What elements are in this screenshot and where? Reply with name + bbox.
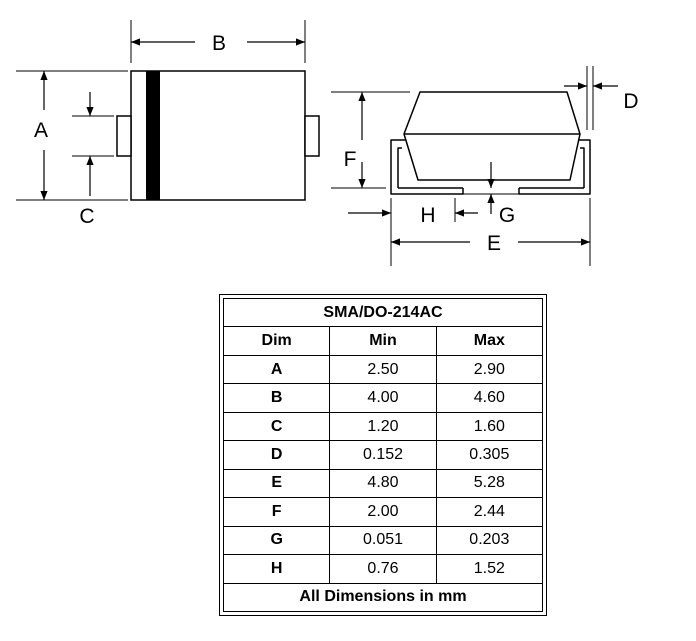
label-a: A <box>34 119 48 142</box>
side-view <box>331 66 594 266</box>
table-title-row: SMA/DO-214AC <box>223 297 543 328</box>
label-b: B <box>212 32 226 55</box>
table-header-row: Dim Min Max <box>222 326 544 356</box>
row-max: 5.28 <box>435 468 544 499</box>
row-dim: F <box>222 497 331 527</box>
left-terminal <box>390 139 464 195</box>
table-row: D 0.152 0.305 <box>222 440 544 470</box>
table-row: H 0.76 1.52 <box>222 554 544 584</box>
table-row: F 2.00 2.44 <box>222 497 544 527</box>
header-max: Max <box>435 326 544 356</box>
row-min: 1.20 <box>329 411 437 442</box>
row-min: 4.80 <box>329 468 437 499</box>
label-g: G <box>499 204 515 227</box>
table-footer: All Dimensions in mm <box>223 582 543 613</box>
label-h: H <box>420 204 435 227</box>
table-row: A 2.50 2.90 <box>222 354 544 385</box>
label-d: D <box>623 90 638 113</box>
table-row: G 0.051 0.203 <box>222 525 544 556</box>
label-f: F <box>344 148 357 171</box>
table-row: C 1.20 1.60 <box>222 411 544 442</box>
side-view-body <box>403 91 581 181</box>
package-outline-drawing: B A C F D H G E <box>16 20 639 266</box>
label-c: C <box>79 205 94 228</box>
row-dim: H <box>222 554 331 584</box>
row-max: 1.52 <box>435 554 544 584</box>
row-max: 2.90 <box>435 354 544 385</box>
row-dim: B <box>222 383 331 413</box>
top-view <box>16 20 320 201</box>
row-max: 1.60 <box>435 411 544 442</box>
row-dim: E <box>222 468 331 499</box>
header-min: Min <box>329 326 437 356</box>
row-min: 2.50 <box>329 354 437 385</box>
row-min: 2.00 <box>329 497 437 527</box>
dimension-table: SMA/DO-214AC Dim Min Max A 2.50 2.90 B 4… <box>219 294 547 616</box>
left-lead <box>116 115 132 157</box>
dimension-table-grid: SMA/DO-214AC Dim Min Max A 2.50 2.90 B 4… <box>222 297 544 613</box>
row-dim: D <box>222 440 331 470</box>
row-max: 2.44 <box>435 497 544 527</box>
right-lead <box>304 115 320 157</box>
row-dim: C <box>222 411 331 442</box>
table-footer-row: All Dimensions in mm <box>223 582 543 613</box>
cathode-band <box>146 71 160 200</box>
row-min: 0.76 <box>329 554 437 584</box>
table-title: SMA/DO-214AC <box>223 297 543 328</box>
table-row: B 4.00 4.60 <box>222 383 544 413</box>
row-min: 4.00 <box>329 383 437 413</box>
row-dim: G <box>222 525 331 556</box>
row-min: 0.051 <box>329 525 437 556</box>
row-max: 0.203 <box>435 525 544 556</box>
right-terminal <box>518 139 591 195</box>
row-dim: A <box>222 354 331 385</box>
row-min: 0.152 <box>329 440 437 470</box>
label-e: E <box>487 232 501 255</box>
row-max: 0.305 <box>435 440 544 470</box>
header-dim: Dim <box>222 326 331 356</box>
row-max: 4.60 <box>435 383 544 413</box>
table-row: E 4.80 5.28 <box>222 468 544 499</box>
